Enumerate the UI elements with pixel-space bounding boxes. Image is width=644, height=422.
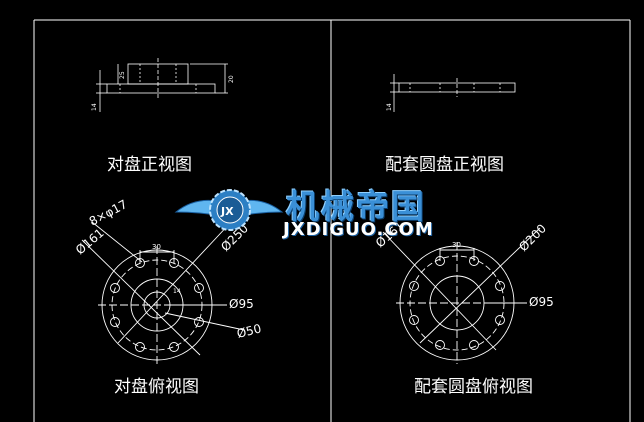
left-dim-spacing: 30 — [152, 243, 161, 251]
left-dim-hub: Ø95 — [229, 297, 254, 311]
right-bolt-hole — [495, 315, 505, 325]
watermark-logo: JX — [174, 189, 284, 231]
right-bolt-hole — [435, 340, 445, 350]
left-bolt-hole — [194, 317, 204, 327]
right-bolt-hole — [409, 315, 419, 325]
left-front-dim-20: 20 — [228, 75, 235, 83]
left-dim-holes: 8×φ17 — [87, 197, 130, 229]
left-bolt-hole — [194, 283, 204, 293]
right-bolt-hole — [469, 340, 479, 350]
right-front-view — [390, 74, 516, 112]
left-bolt-hole — [135, 342, 145, 352]
right-front-dim-14: 14 — [386, 103, 393, 111]
left-front-dim-14: 14 — [91, 103, 98, 111]
left-dim-small: 14 — [173, 288, 181, 295]
watermark-logo-text: JX — [220, 205, 234, 218]
right-top-view — [382, 227, 541, 364]
left-top-view-title: 对盘俯视图 — [114, 377, 199, 397]
left-bolt-hole — [110, 283, 120, 293]
right-dim-spacing: 30 — [452, 241, 461, 249]
right-dim-hub: Ø95 — [529, 295, 554, 309]
left-dim-bolt-circle: Ø161 — [73, 226, 107, 258]
left-bolt-hole — [110, 317, 120, 327]
left-top-view — [81, 220, 245, 364]
watermark-subtitle: JXDIGUO.COM — [283, 219, 434, 240]
left-front-dim-25: 25 — [119, 71, 126, 79]
right-dim-outer: Ø200 — [516, 221, 549, 254]
watermark-title: 机械帝国 — [286, 187, 426, 226]
right-front-view-title: 配套圆盘正视图 — [385, 155, 504, 175]
left-dim-bore: Ø50 — [235, 321, 262, 341]
right-top-view-title: 配套圆盘俯视图 — [414, 377, 533, 397]
right-bolt-hole — [495, 281, 505, 291]
right-bolt-hole — [409, 281, 419, 291]
left-bolt-hole — [169, 342, 179, 352]
left-front-view-title: 对盘正视图 — [107, 155, 192, 175]
left-front-view — [96, 58, 228, 112]
